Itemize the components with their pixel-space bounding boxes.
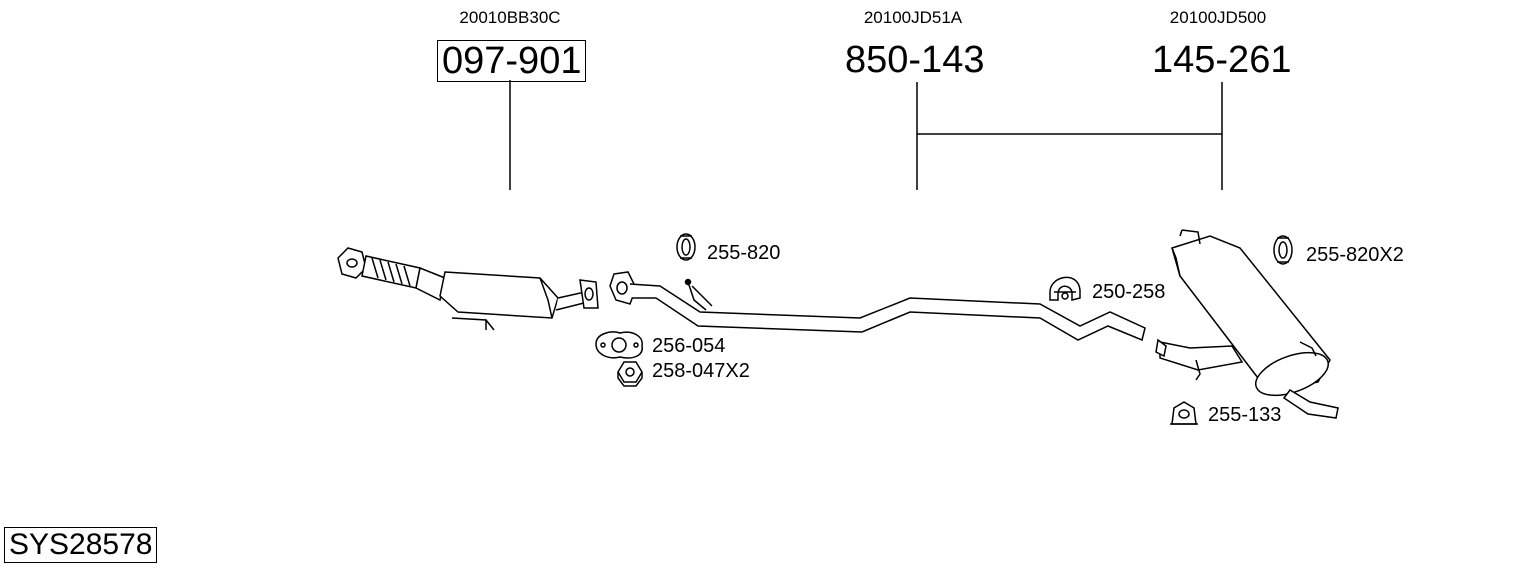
middle-pipe-icon (609, 271, 1146, 342)
rear-silencer-icon (1155, 229, 1339, 419)
accessory-nut: 258-047X2 (652, 360, 750, 382)
gasket-icon (595, 331, 643, 359)
oem-number-mid: 20100JD51A (863, 8, 963, 27)
rubber-hanger-icon (1273, 235, 1293, 265)
clamp-icon (1049, 276, 1081, 301)
rubber-hanger-icon (676, 233, 696, 261)
part-number-rear: 145-261 (1152, 39, 1292, 81)
accessory-clamp: 250-258 (1092, 281, 1166, 303)
accessory-gasket: 256-054 (652, 335, 726, 357)
oem-number-rear: 20100JD500 (1169, 8, 1267, 27)
system-id: SYS28578 (4, 527, 158, 563)
accessory-hanger-b: 255-820X2 (1306, 244, 1404, 266)
nut-icon (617, 361, 643, 387)
accessory-mount: 255-133 (1208, 404, 1282, 426)
catalytic-converter-icon (337, 247, 599, 331)
oem-number-cat: 20010BB30C (459, 8, 561, 27)
part-number-cat: 097-901 (437, 40, 587, 82)
mount-icon (1170, 401, 1198, 425)
accessory-hanger-a: 255-820 (707, 242, 781, 264)
part-number-mid: 850-143 (845, 39, 985, 81)
